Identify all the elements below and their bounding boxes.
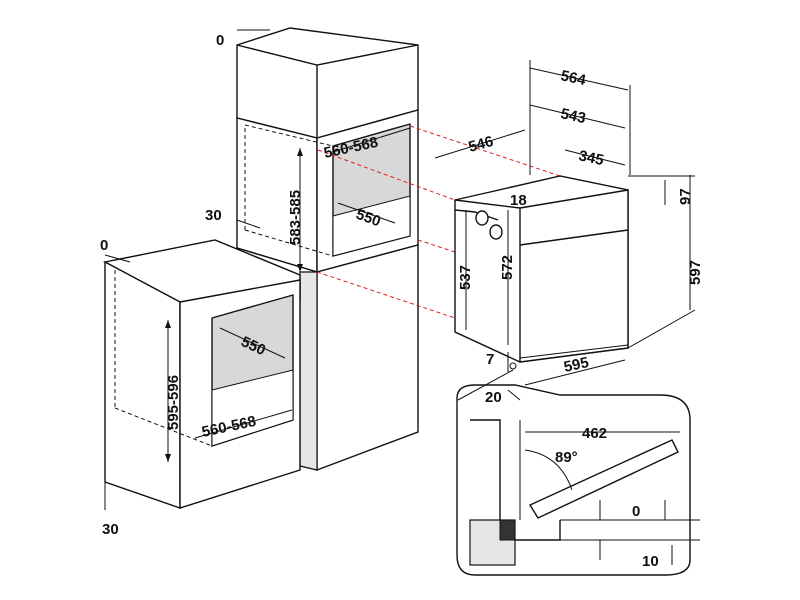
tall-cabinet-edge — [299, 271, 318, 471]
tall-height-arrow-top — [297, 148, 303, 156]
tall-cavity-floor — [332, 195, 411, 257]
detail-hinge-block — [499, 519, 516, 541]
detail-cabinet-edge — [470, 419, 501, 520]
detail-callout-point — [509, 362, 517, 370]
guide-4 — [316, 271, 456, 319]
oven-top-front — [454, 199, 521, 209]
oven-top-detail — [454, 209, 499, 221]
insertion-guides — [316, 125, 561, 319]
base-bottom-label: 30 — [102, 521, 119, 538]
dim-20-line — [507, 389, 521, 401]
oven-595-label: 595 — [562, 354, 590, 376]
base-width-dim-line — [194, 409, 293, 439]
guide-2 — [317, 149, 456, 201]
oven-345-label: 345 — [577, 147, 605, 169]
base-top-label: 0 — [100, 237, 108, 254]
base-height-arrow-top — [165, 320, 171, 328]
guide-1 — [409, 125, 561, 177]
detail-open-door — [528, 439, 679, 519]
base-cabinet — [102, 239, 301, 510]
tall-depth-dim-line — [337, 202, 396, 224]
oven — [434, 60, 696, 401]
base-height-arrow-bottom — [165, 454, 171, 462]
oven-7-label: 7 — [486, 351, 494, 368]
detail-angle-arc — [524, 449, 573, 491]
base-top-ref-line — [104, 254, 131, 263]
oven-control-panel-line — [519, 229, 629, 246]
tall-left-label: 30 — [205, 207, 222, 224]
oven-546-label: 546 — [467, 133, 496, 156]
oven-door — [519, 189, 629, 363]
tall-left-ref-line — [236, 219, 261, 229]
dim-564-line — [529, 67, 629, 91]
base-height-label: 595-596 — [165, 375, 182, 430]
tall-hidden-2 — [244, 229, 334, 257]
oven-18-label: 18 — [510, 192, 527, 209]
dim-345-line — [564, 149, 626, 166]
oven-564-label: 564 — [559, 67, 588, 89]
dim-595-line — [524, 359, 626, 386]
dim-597-ref-bottom — [627, 309, 696, 349]
oven-543-label: 543 — [559, 105, 587, 127]
detail-0-label: 0 — [632, 503, 640, 520]
tall-height-arrow-bottom — [297, 264, 303, 272]
oven-97-label: 97 — [677, 188, 694, 205]
detail-angle-label: 89° — [555, 449, 578, 466]
detail-callout-line — [457, 369, 514, 401]
oven-fixing-hole-2 — [489, 224, 503, 240]
tall-hidden-1 — [244, 124, 334, 147]
tall-cabinet-lower-front — [316, 244, 419, 472]
oven-572-label: 572 — [499, 255, 516, 280]
tall-width-dim-line — [332, 127, 411, 153]
oven-door-bottom — [519, 344, 629, 359]
oven-537-label: 537 — [457, 265, 474, 290]
base-hidden-1 — [114, 407, 213, 447]
tall-opening-height-label: 583-585 — [287, 190, 304, 245]
detail-462-label: 462 — [582, 425, 607, 442]
detail-frame — [456, 384, 691, 576]
oven-597-label: 597 — [687, 260, 704, 285]
oven-fixing-hole-1 — [475, 210, 489, 226]
base-depth-dim-line — [219, 327, 286, 359]
dim-546-line — [434, 129, 526, 159]
oven-20-label: 20 — [485, 389, 502, 406]
dim-543-line — [529, 104, 626, 129]
detail-view — [456, 369, 700, 576]
detail-10-label: 10 — [642, 553, 659, 570]
tall-cabinet-side — [236, 117, 318, 273]
detail-oven-bottom — [515, 520, 561, 541]
guide-3 — [417, 239, 456, 253]
tall-top-label: 0 — [216, 32, 224, 49]
